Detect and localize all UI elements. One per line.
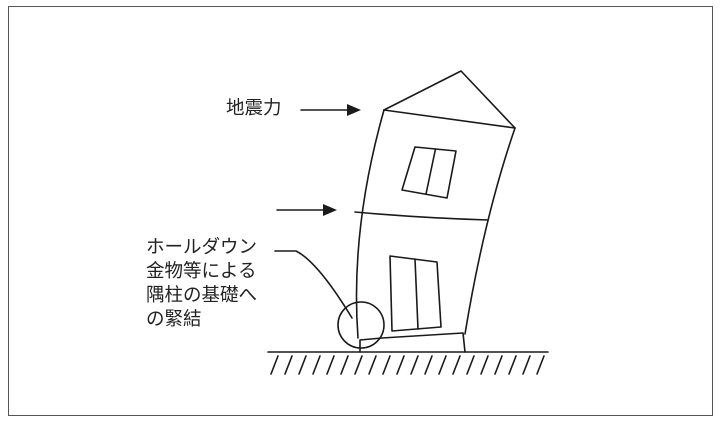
house-right-wall [464,127,516,335]
holddown-label-line-2: 金物等による [146,261,257,282]
seismic-force-label: 地震力 [226,98,282,119]
door [389,255,442,332]
holddown-label-line-3: 隅柱の基礎へ [146,285,258,306]
holddown-label-line-4: の緊結 [146,309,202,330]
upper-window [401,146,457,199]
holddown-label-line-1: ホールダウン [146,237,258,258]
holddown-leader-line [274,250,353,319]
door-split [414,258,419,330]
house-left-wall [355,109,385,339]
ground-hatching [270,355,545,375]
foundation [359,332,466,353]
house-eave-line [383,109,516,129]
holddown-label: ホールダウン 金物等による 隅柱の基礎へ の緊結 [146,236,257,332]
seismic-arrow-2-head [323,204,337,216]
house-floor-line [354,211,489,221]
house-roof [383,70,516,129]
upper-window-mullion [425,148,437,195]
holddown-circle [337,301,385,349]
seismic-arrow-1-head [347,104,361,116]
